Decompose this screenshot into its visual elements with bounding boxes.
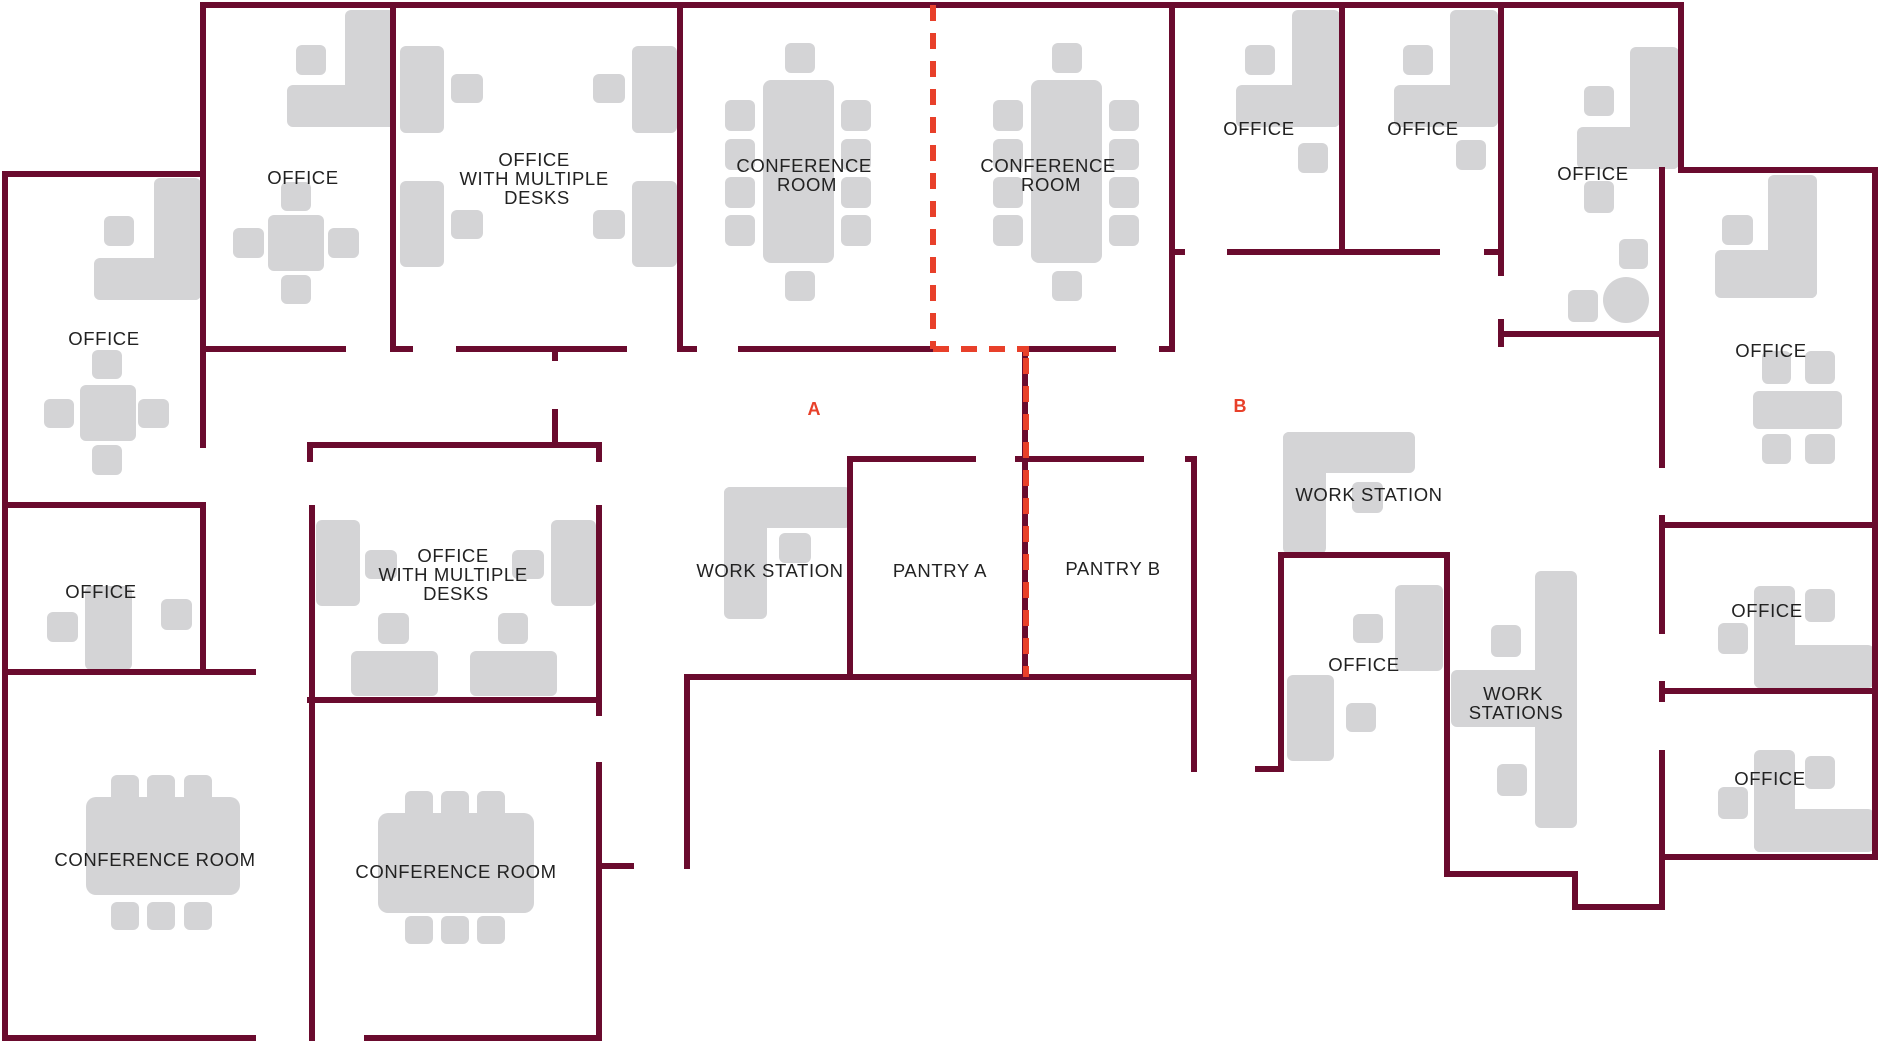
room-label-pantry-b: PANTRY B (1065, 558, 1160, 579)
wall-segment (364, 762, 602, 1041)
zone-label-b: B (1234, 396, 1247, 416)
room-label-office-right-3: OFFICE (1734, 768, 1805, 789)
office-left-2-furniture (47, 586, 192, 670)
room-label-office-left-2: OFFICE (65, 581, 136, 602)
room-label-office-mid-right: OFFICE (1328, 654, 1399, 675)
room-label-office-multi-top: OFFICE WITH MULTIPLE DESKS (459, 149, 614, 208)
furniture-layer (44, 10, 1874, 944)
room-label-office-right-1: OFFICE (1735, 340, 1806, 361)
wall-segment (847, 456, 976, 680)
room-label-pantry-a: PANTRY A (893, 560, 987, 581)
wall-segment (1185, 456, 1197, 680)
office-top-4-furniture (1568, 47, 1679, 323)
labels-layer: A B OFFICE OFFICE WITH MULTIPLE DESKS CO… (54, 118, 1806, 882)
room-label-office-multi-mid: OFFICE WITH MULTIPLE DESKS (378, 545, 533, 604)
conference-top-1-furniture (725, 43, 871, 301)
room-label-conference-top-1: CONFERENCE ROOM (736, 155, 877, 195)
office-right-3-furniture (1718, 750, 1874, 852)
room-label-conference-bottom-1: CONFERENCE ROOM (54, 849, 255, 870)
workstation-b-furniture (1283, 432, 1415, 554)
conference-top-2-furniture (993, 43, 1139, 301)
outer-wall-left (2, 171, 256, 1041)
office-mid-right-furniture (1287, 585, 1443, 761)
office-right-2-furniture (1718, 586, 1874, 688)
office-left-1-furniture (44, 178, 201, 475)
office-right-1-furniture (1715, 175, 1842, 464)
zone-label-a: A (808, 399, 821, 419)
wall-segment (677, 2, 697, 352)
divider-layer (930, 5, 1029, 677)
conference-bottom-1-furniture (86, 775, 240, 930)
office-top-3-furniture (1394, 10, 1498, 170)
room-label-office-top-1: OFFICE (267, 167, 338, 188)
room-label-office-top-3: OFFICE (1387, 118, 1458, 139)
room-label-office-top-4: OFFICE (1557, 163, 1628, 184)
office-multi-mid-furniture (316, 520, 596, 696)
office-top-2-furniture (1236, 10, 1340, 173)
workstation-a-furniture (724, 487, 851, 619)
room-label-office-left-1: OFFICE (68, 328, 139, 349)
wall-segment (390, 2, 413, 352)
wall-segment (307, 442, 602, 462)
office-top-1-furniture (233, 10, 395, 304)
room-label-conference-top-2: CONFERENCE ROOM (980, 155, 1121, 195)
room-label-workstation-b: WORK STATION (1295, 484, 1442, 505)
conference-bottom-2-furniture (378, 791, 534, 944)
workstations-furniture (1451, 571, 1577, 828)
room-label-workstations: WORK STATIONS (1469, 683, 1564, 723)
wall-segment (684, 674, 1197, 869)
wall-segment (1159, 2, 1175, 352)
room-label-office-right-2: OFFICE (1731, 600, 1802, 621)
room-label-conference-bottom-2: CONFERENCE ROOM (355, 861, 556, 882)
divider-corridor (933, 346, 1029, 358)
outer-wall-top (200, 2, 1878, 910)
room-label-office-top-2: OFFICE (1223, 118, 1294, 139)
office-multi-top-furniture (400, 46, 677, 267)
room-label-workstation-a: WORK STATION (696, 560, 843, 581)
